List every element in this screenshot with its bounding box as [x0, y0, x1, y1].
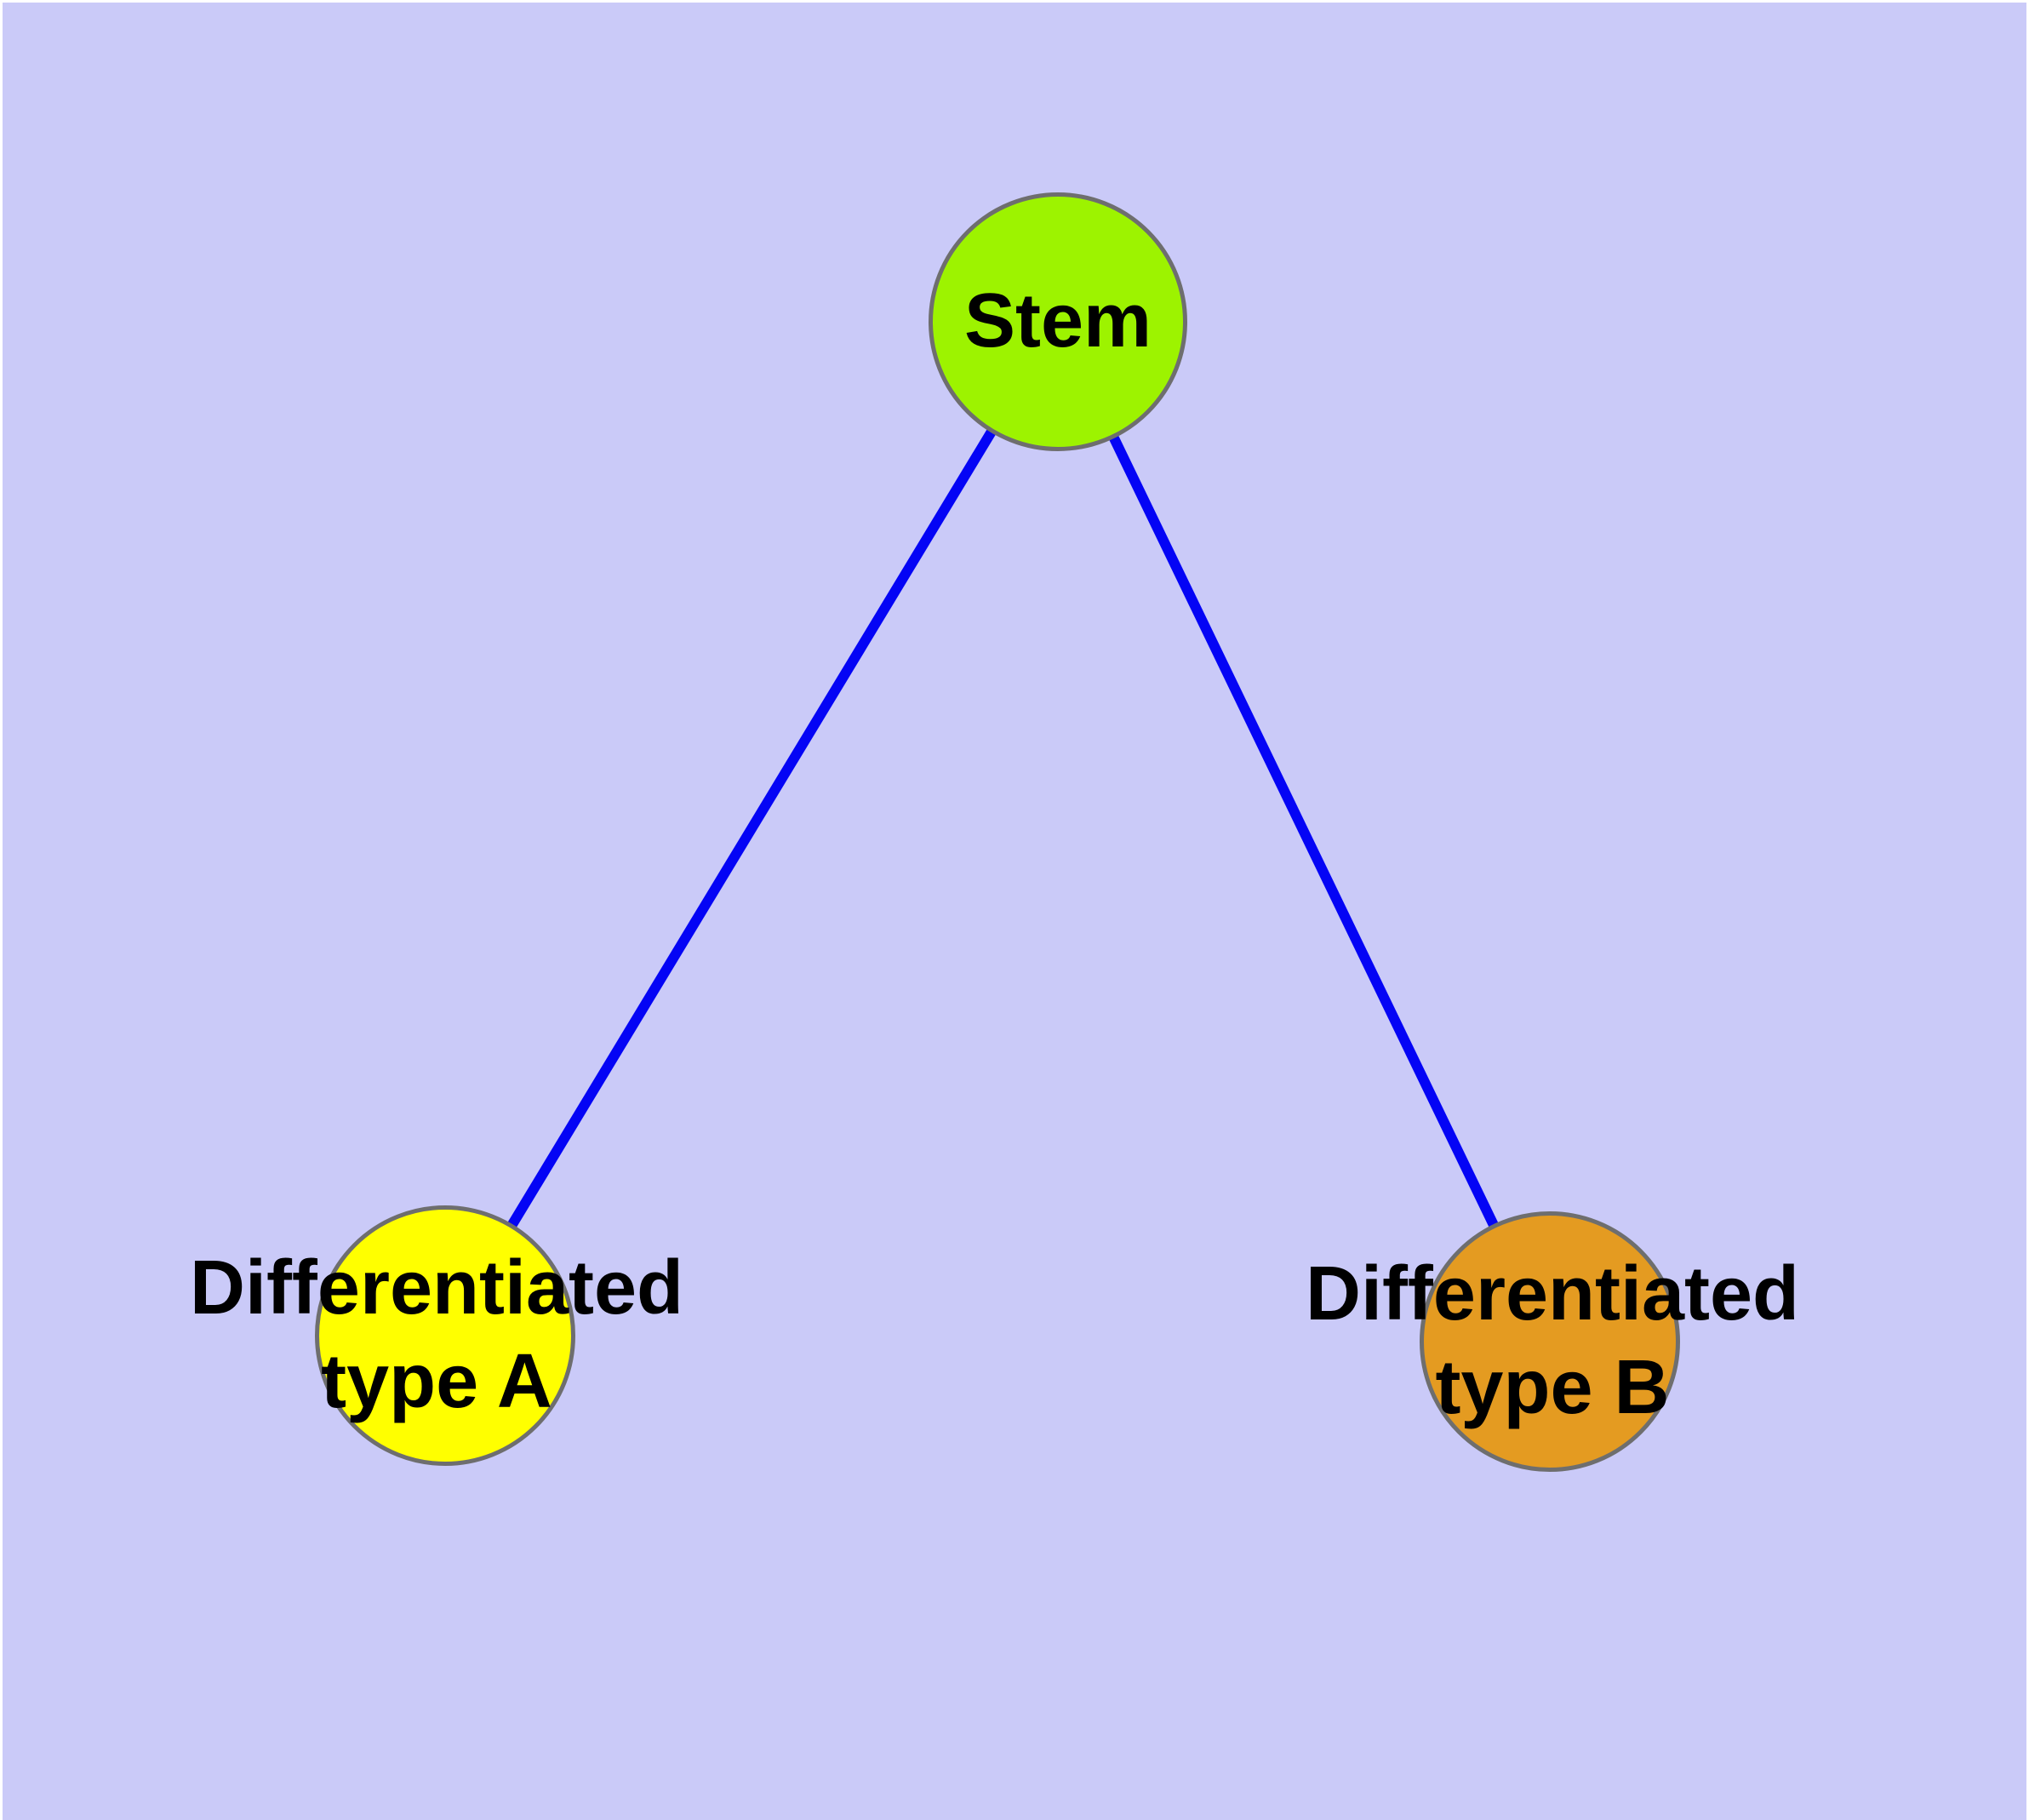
node-stem — [929, 192, 1187, 451]
node-differentiated-type-a — [315, 1205, 575, 1466]
edge-stem-to-type-b — [1053, 319, 1555, 1344]
edges-layer — [440, 318, 1555, 1344]
edge-stem-to-type-a — [440, 318, 1063, 1339]
node-differentiated-type-b — [1420, 1211, 1680, 1472]
